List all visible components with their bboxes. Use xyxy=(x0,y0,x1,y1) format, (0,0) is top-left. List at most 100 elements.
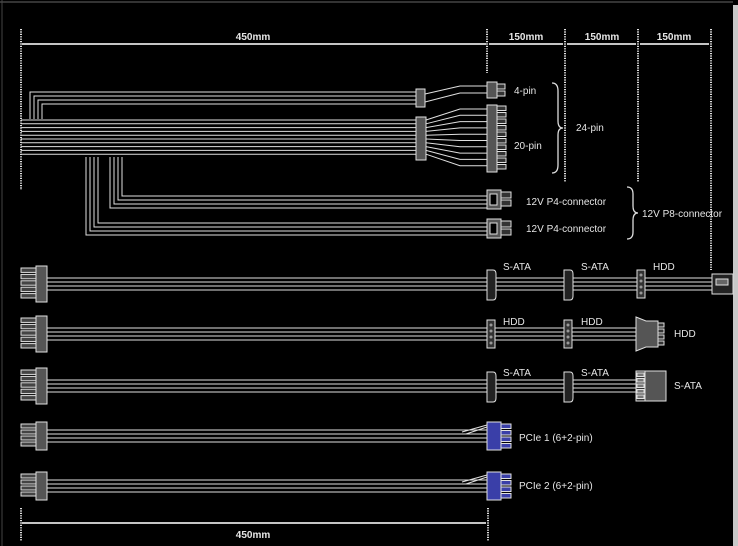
sata-connector xyxy=(563,269,574,301)
connector-pin xyxy=(496,112,507,118)
label-p4-1: 12V P4-connector xyxy=(526,197,607,208)
psu-side-connector xyxy=(35,421,48,451)
wire xyxy=(113,157,487,205)
molex-pin xyxy=(639,291,643,295)
pcie-pin xyxy=(500,443,512,449)
label-p4-2: 12V P4-connector xyxy=(526,224,607,235)
pcie-connector xyxy=(486,421,502,451)
row3-label-sata-1: S-ATA xyxy=(503,368,531,379)
connector-pin xyxy=(500,199,512,207)
connector-pin xyxy=(20,280,37,286)
connector-pin xyxy=(20,485,37,491)
connector-pin xyxy=(496,144,507,150)
connector-pin xyxy=(20,267,37,273)
wire xyxy=(425,149,487,160)
connector-pin xyxy=(636,389,645,394)
wire xyxy=(425,146,487,154)
wire xyxy=(465,426,488,435)
connector-pin xyxy=(500,220,512,228)
wire xyxy=(121,157,487,197)
molex-pin xyxy=(489,341,493,345)
connector-pin xyxy=(20,336,37,343)
wire xyxy=(425,142,487,148)
connector-pin xyxy=(20,323,37,330)
dim-label-450-bottom: 450mm xyxy=(236,530,271,541)
label-p8: 12V P8-connector xyxy=(642,209,723,220)
connector-pin xyxy=(496,151,507,157)
dim-label-450-top: 450mm xyxy=(236,32,271,43)
scrollbar[interactable] xyxy=(733,5,738,546)
connector-pin xyxy=(20,382,37,388)
connector-pin xyxy=(20,473,37,479)
connector-pin xyxy=(657,322,665,328)
connector-pin xyxy=(20,273,37,280)
wire xyxy=(461,424,488,433)
row2-label-hdd-1: HDD xyxy=(503,317,525,328)
wire xyxy=(117,157,487,201)
label-4pin: 4-pin xyxy=(514,86,536,97)
row2-label-hdd-2: HDD xyxy=(581,317,603,328)
connector-pin xyxy=(20,395,37,401)
row3-label-sata-2: S-ATA xyxy=(581,368,609,379)
wire xyxy=(425,153,487,167)
connector-20pin xyxy=(486,104,498,173)
pcie-pin xyxy=(500,423,512,429)
row1-label-sata-1: S-ATA xyxy=(503,262,531,273)
wire xyxy=(37,99,416,119)
pcie-pin xyxy=(500,473,512,479)
connector-pin xyxy=(20,330,37,336)
molex-pin xyxy=(639,285,643,289)
connector-pin xyxy=(496,138,507,144)
connector-pin xyxy=(500,191,512,199)
dim-label-150-2: 150mm xyxy=(585,32,620,43)
wire xyxy=(425,121,487,129)
inline-connector-4pin xyxy=(415,88,426,108)
connector-pin xyxy=(496,164,507,170)
wire xyxy=(109,157,487,209)
dim-label-150-1: 150mm xyxy=(509,32,544,43)
row4-label-pcie1: PCIe 1 (6+2-pin) xyxy=(519,433,593,444)
psu-side-connector xyxy=(35,367,48,405)
connector-pin xyxy=(657,334,665,340)
sata-connector xyxy=(486,371,497,403)
row1-label-hdd: HDD xyxy=(653,262,675,273)
molex-pin xyxy=(489,335,493,339)
wire xyxy=(425,133,487,136)
molex-pin xyxy=(639,273,643,277)
connector-pin xyxy=(636,394,645,399)
molex-pin xyxy=(489,329,493,333)
psu-side-connector xyxy=(35,265,48,303)
connector-pin xyxy=(20,286,37,293)
molex-pin xyxy=(566,335,570,339)
wire xyxy=(425,108,487,121)
pcie-pin xyxy=(500,430,512,436)
connector-p4-latch xyxy=(489,193,498,206)
connector-pin xyxy=(496,125,507,131)
connector-pin xyxy=(496,90,506,97)
connector-pin xyxy=(496,83,506,90)
dimension-lines xyxy=(20,29,712,541)
molex-pin xyxy=(566,329,570,333)
connector-4pin xyxy=(486,81,498,99)
connector-pin xyxy=(636,378,645,383)
pcie-pin xyxy=(500,480,512,486)
wire xyxy=(465,476,488,485)
connector-pin xyxy=(636,383,645,388)
connector-pin xyxy=(496,157,507,163)
connector-pin xyxy=(20,343,37,349)
molex-pin xyxy=(489,323,493,327)
pcie-pin xyxy=(500,436,512,442)
label-20pin: 20-pin xyxy=(514,141,542,152)
wire xyxy=(41,103,416,119)
dim-label-150-3: 150mm xyxy=(657,32,692,43)
connector-pin xyxy=(20,491,37,497)
sata-connector xyxy=(486,269,497,301)
row3-label-sata-3: S-ATA xyxy=(674,381,702,392)
connector-pin xyxy=(496,105,507,111)
connector-pin xyxy=(20,441,37,447)
inline-connector-20pin xyxy=(415,116,427,161)
pcie-pin xyxy=(500,486,512,492)
wire xyxy=(89,157,487,232)
row2-label-hdd-3: HDD xyxy=(674,329,696,340)
